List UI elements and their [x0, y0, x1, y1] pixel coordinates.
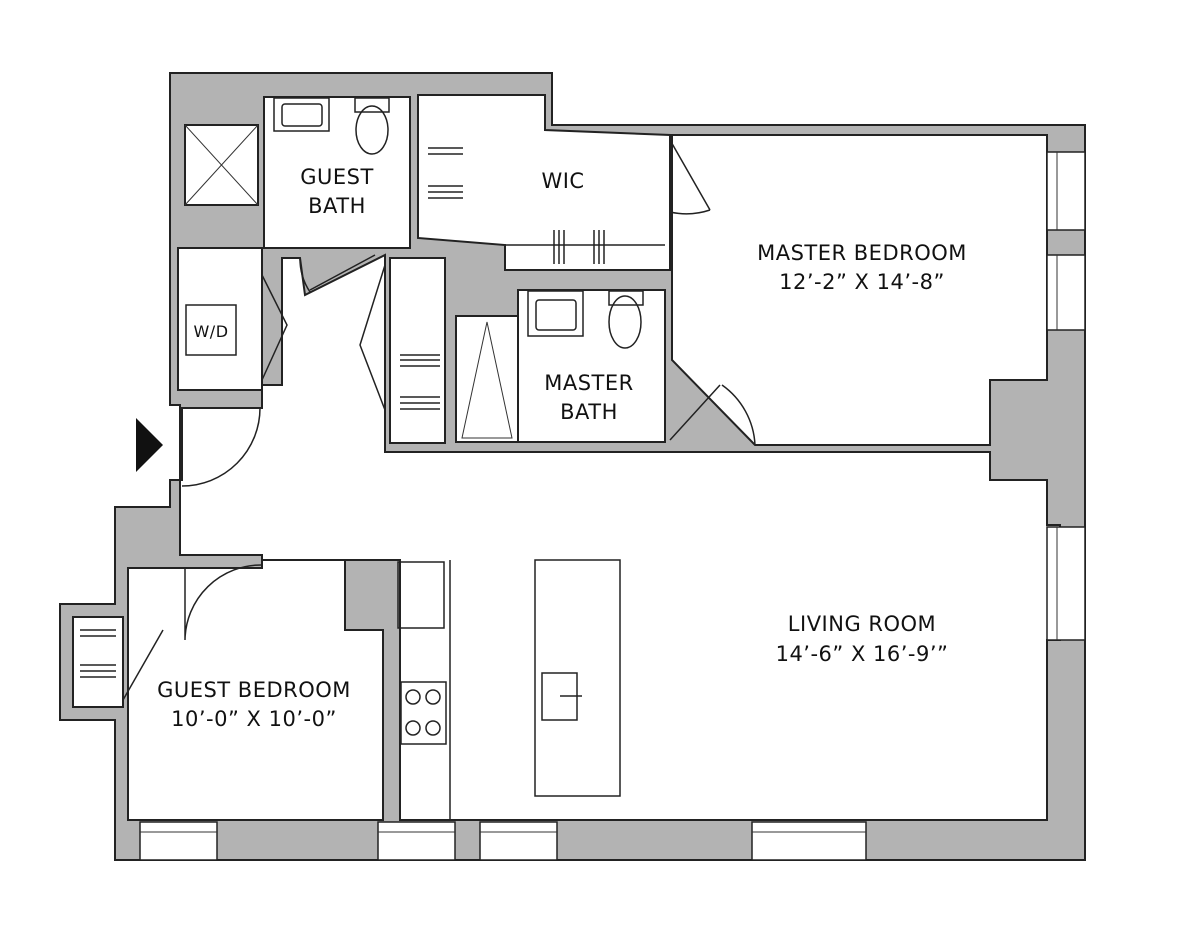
- master-shower-lines: [461, 321, 513, 439]
- wic-label: WIC: [541, 169, 584, 193]
- guest-bedroom-label: GUEST BEDROOM: [157, 678, 351, 702]
- washer-dryer-closet: [177, 247, 263, 391]
- shower-cross: [184, 124, 259, 206]
- bath-fixtures: [273, 97, 644, 349]
- doors: [122, 139, 756, 701]
- master-bedroom-dims: 12’-2” X 14’-8”: [779, 270, 945, 294]
- living-room-area: [179, 253, 1061, 821]
- guest-bedroom-closet: [72, 616, 124, 708]
- wd-label: W/D: [193, 322, 228, 341]
- living-room-label: LIVING ROOM: [788, 612, 936, 636]
- kitchen: [397, 559, 621, 820]
- master-bath-shower: [455, 315, 519, 443]
- master-bath-label-2: BATH: [560, 400, 618, 424]
- master-bedroom-label: MASTER BEDROOM: [757, 241, 967, 265]
- guest-bedroom-dims: 10’-0” X 10’-0”: [171, 707, 337, 731]
- windows: [139, 151, 1086, 861]
- master-bath-label-1: MASTER: [544, 371, 634, 395]
- kitchen-island: [534, 559, 621, 797]
- hall-closet: [389, 257, 446, 444]
- entry-arrow-icon: [136, 418, 163, 472]
- guest-bath-label-2: BATH: [308, 194, 366, 218]
- guest-bath-label-1: GUEST: [300, 165, 374, 189]
- guest-bath-area: [263, 96, 411, 249]
- closet-hangers: [80, 147, 665, 678]
- guest-bedroom-area: [127, 559, 384, 821]
- wd-box: [185, 304, 237, 356]
- wic-area: [417, 94, 671, 271]
- living-room-dims: 14’-6” X 16’-9’”: [776, 642, 949, 666]
